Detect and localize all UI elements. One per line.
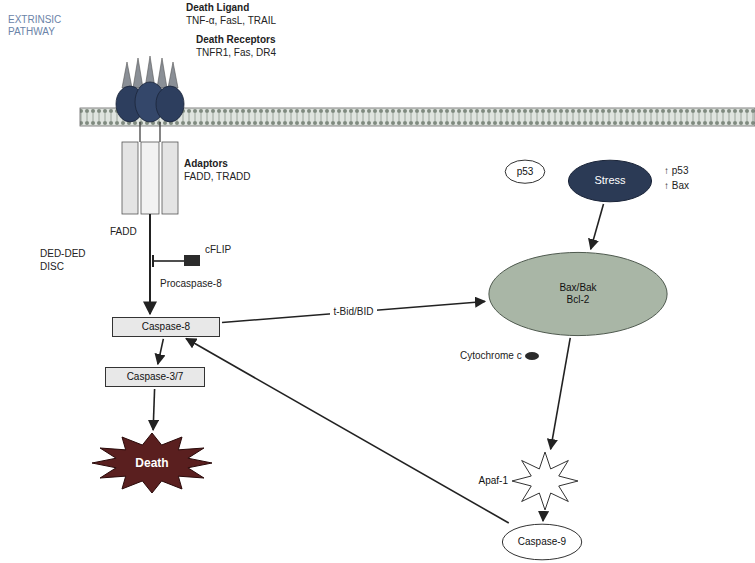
- mitochondrion-shape: [489, 252, 667, 335]
- apoptosome-star-outline: [512, 452, 578, 510]
- inhibitor-block: [184, 255, 200, 266]
- connector-arrow: [158, 339, 164, 364]
- inhibition-line: [153, 260, 184, 262]
- process-box: Caspase-8: [112, 317, 220, 337]
- connector-arrow: [186, 338, 509, 523]
- adaptor-list: FADD, TRADD: [184, 171, 251, 183]
- adaptor-symbol: [122, 142, 178, 214]
- text-group: Caspase-8: [142, 321, 190, 333]
- node-text: Caspase-9: [518, 536, 566, 548]
- connector-arrow: [542, 512, 544, 521]
- ligand-list: TNF-α, FasL, TRAIL: [186, 15, 276, 27]
- adaptor-label: Adaptors: [184, 158, 228, 170]
- pathway-label: EXTRINSIC PATHWAY: [8, 14, 88, 38]
- node-text: Stress: [594, 174, 625, 187]
- cytochrome-dot: [525, 352, 539, 360]
- node-text: Death: [135, 456, 168, 470]
- activation-arrow: [149, 214, 151, 314]
- node-text: Apaf-1: [479, 475, 508, 487]
- caspase-circle-shape: [502, 524, 581, 560]
- text-group: Caspase-9: [518, 536, 566, 548]
- ligand-label: Death Ligand: [186, 2, 249, 14]
- connector-arrow: [591, 204, 604, 249]
- death-star-shape: [92, 433, 212, 493]
- text-group: Death: [135, 456, 168, 470]
- cytochrome-label: Cytochrome c: [460, 350, 522, 362]
- mitochondrion: Bax/BakBcl-2: [488, 252, 668, 336]
- connector-arrow: [222, 301, 485, 322]
- caspase-circle: Caspase-9: [502, 524, 582, 560]
- stress-ellipse: Stress: [568, 160, 652, 202]
- node-text: Caspase-8: [142, 321, 190, 333]
- node-text: Bax/Bak: [559, 282, 596, 294]
- receptor-list: TNFR1, Fas, DR4: [196, 47, 276, 59]
- edge-label: t-Bid/BID: [330, 306, 376, 318]
- node-text: Bcl-2: [567, 294, 590, 306]
- apoptosome-star: Apaf-1: [512, 452, 578, 510]
- text-group: Bax/BakBcl-2: [559, 282, 596, 306]
- connector-arrow: [153, 389, 154, 430]
- receptor-label: Death Receptors: [196, 34, 275, 46]
- text-group: p53: [517, 166, 534, 178]
- death-star: Death: [92, 433, 212, 493]
- death-receptor-symbol: [116, 82, 184, 142]
- inhibition-bar: [152, 255, 154, 267]
- domain-label: DED-DED: [40, 248, 86, 260]
- adaptor-name: FADD: [110, 226, 137, 238]
- inhibitor-label: cFLIP: [205, 244, 231, 256]
- p53-ellipse: p53: [505, 160, 545, 183]
- apoptosome-star-shape: [512, 452, 578, 510]
- regulator-label: ↑ p53: [664, 165, 688, 177]
- connector-arrow: [551, 338, 571, 449]
- procaspase-label: Procaspase-8: [160, 278, 222, 290]
- regulator-label: ↑ Bax: [664, 180, 689, 192]
- complex-label: DISC: [40, 261, 64, 273]
- node-text: p53: [517, 166, 534, 178]
- text-group: Stress: [594, 174, 625, 187]
- text-group: Caspase-3/7: [127, 371, 184, 383]
- node-text: Caspase-3/7: [127, 371, 184, 383]
- process-box: Caspase-3/7: [105, 367, 205, 387]
- illustration: [80, 56, 755, 360]
- p53-ellipse-shape: [505, 160, 545, 183]
- text-group: Apaf-1: [479, 475, 508, 487]
- stress-ellipse-shape: [568, 160, 651, 202]
